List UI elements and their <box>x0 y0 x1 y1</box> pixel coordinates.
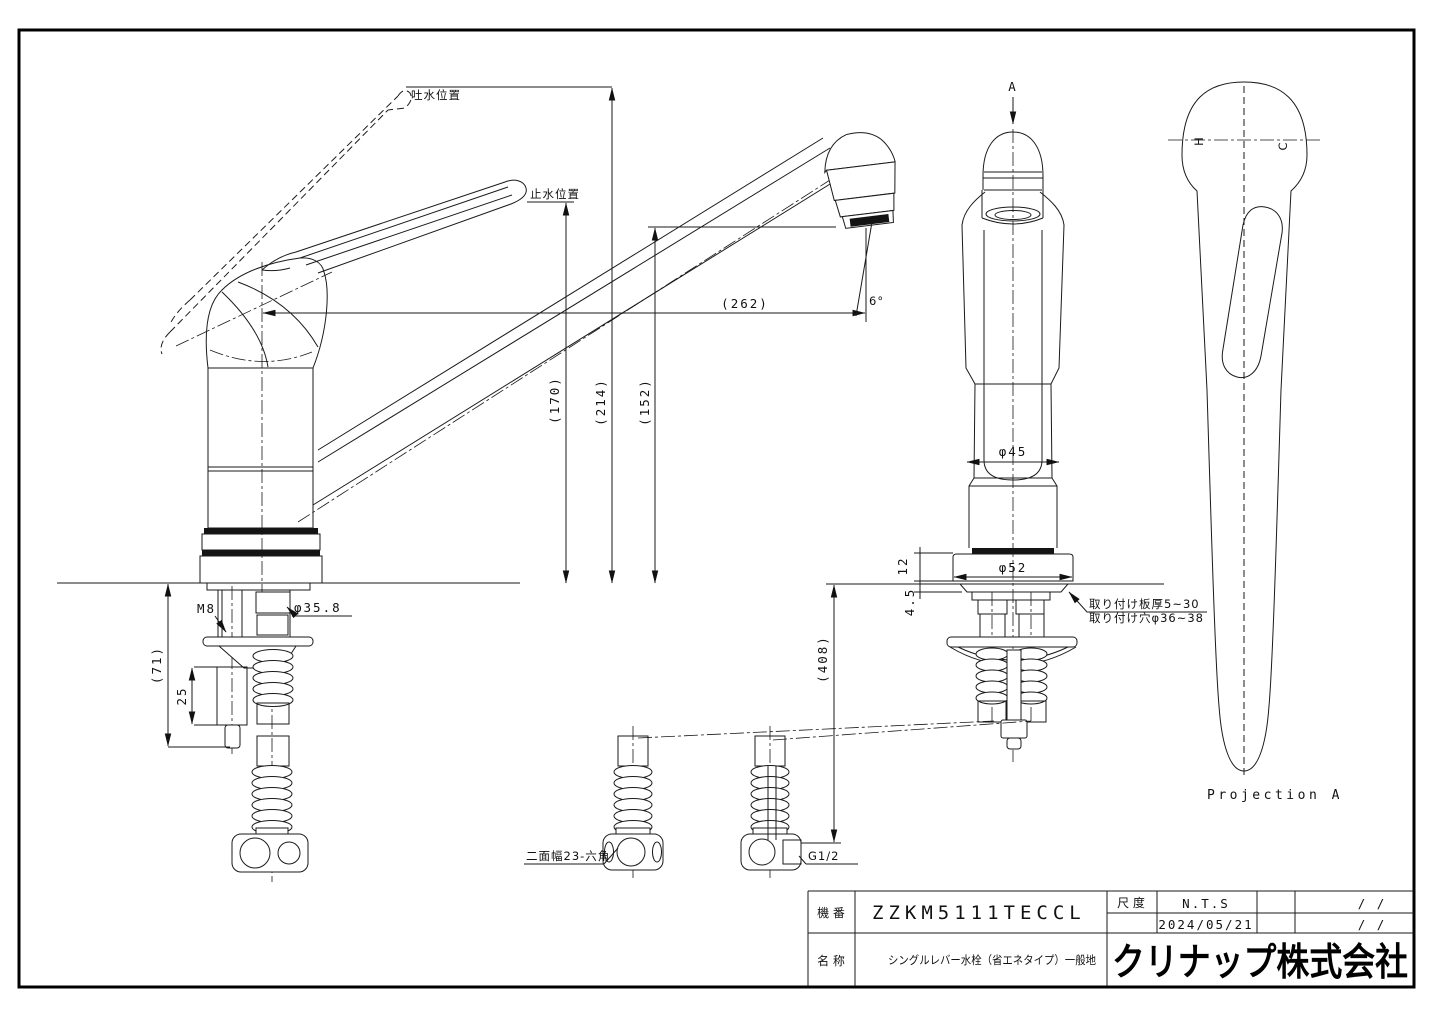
fitting-left <box>602 735 664 871</box>
cold-indicator: C <box>1276 141 1290 150</box>
flange-washer <box>202 636 314 647</box>
title-block: 機 番 ZZKM5111TECCL 尺 度 N.T.S 2024/05/21 /… <box>807 890 1414 986</box>
lever-axis-centerline <box>175 271 333 347</box>
part-number: ZZKM5111TECCL <box>872 902 1086 924</box>
side-under-counter-hardware <box>202 582 314 873</box>
name-label: 名 称 <box>817 953 845 968</box>
projection-a-label: Projection A <box>1207 788 1343 803</box>
angle-6: 6° <box>869 294 884 308</box>
date-value: 2024/05/21 <box>1158 917 1253 932</box>
spout-outlet-front <box>985 206 1041 222</box>
side-view <box>57 90 896 882</box>
spout <box>312 137 844 506</box>
dim-dia52: φ52 <box>999 560 1028 575</box>
side-hose-end-fitting <box>231 833 309 873</box>
side-view-dimensions: 吐水位置 (214) 止水位置 (170) (152) (262) 6° M8 … <box>149 86 884 748</box>
scale-label: 尺 度 <box>1117 895 1145 910</box>
front-body-left <box>961 191 986 548</box>
hose-end-fittings: 二面幅23-六角 G1/2 <box>524 720 1032 880</box>
dim-12: 12 <box>895 556 910 575</box>
mounting-flange <box>958 583 1070 593</box>
spout-centerline <box>297 161 859 523</box>
front-base <box>952 553 1074 582</box>
front-hoses <box>975 647 1048 723</box>
front-under-counter-hardware <box>946 591 1078 750</box>
handle-slot <box>1221 206 1283 379</box>
dim-152: (152) <box>637 378 652 426</box>
front-view-dimensions: φ45 φ52 12 4.5 (408) 取り付け板厚5~30 取り付け穴φ36… <box>788 444 1207 844</box>
note-plate-thickness: 取り付け板厚5~30 <box>1089 597 1200 611</box>
hex-width-label: 二面幅23-六角 <box>526 849 610 863</box>
spout-position-label: 吐水位置 <box>411 88 461 102</box>
product-name: シングルレバー水栓（省エネタイプ）一般地 <box>888 953 1096 967</box>
handle-outline <box>1181 81 1308 772</box>
dim-71: (71) <box>149 646 164 684</box>
riser-outline <box>983 230 1043 481</box>
faucet-body <box>207 367 314 529</box>
center-stud <box>1006 649 1022 721</box>
sheet-border <box>17 28 1416 989</box>
dim-4-5: 4.5 <box>902 588 917 617</box>
spout-head <box>824 132 896 229</box>
revision-slash-1: / / <box>1358 896 1387 911</box>
dim-dia45: φ45 <box>999 444 1028 459</box>
fitting-right <box>740 735 802 871</box>
label-dia-358: φ35.8 <box>294 600 342 615</box>
view-arrow-a: A <box>1008 79 1018 94</box>
lever-handle-down <box>261 179 527 274</box>
dim-408: (408) <box>815 635 830 683</box>
dim-214: (214) <box>593 378 608 426</box>
dim-170: (170) <box>547 376 562 424</box>
revision-slash-2: / / <box>1358 917 1387 932</box>
front-body-right <box>1039 191 1065 548</box>
hot-indicator: H <box>1192 136 1206 146</box>
faucet-base <box>199 555 323 584</box>
scale-value: N.T.S <box>1182 896 1230 911</box>
projection-a-view: H C Projection A <box>1168 81 1343 803</box>
g12-thread-label: G1/2 <box>808 849 839 863</box>
part-no-label: 機 番 <box>817 905 845 920</box>
label-m8: M8 <box>197 601 216 616</box>
lever-dome <box>205 257 328 369</box>
company-name: クリナップ株式会社 <box>1112 942 1408 984</box>
note-mount-hole: 取り付け穴φ36~38 <box>1089 611 1204 625</box>
dim-262: (262) <box>721 296 769 311</box>
stop-position-label: 止水位置 <box>530 187 580 201</box>
lever-handle-up <box>160 90 412 355</box>
dim-25: 25 <box>174 686 189 705</box>
side-hose <box>251 649 294 836</box>
front-view: A <box>826 79 1164 762</box>
